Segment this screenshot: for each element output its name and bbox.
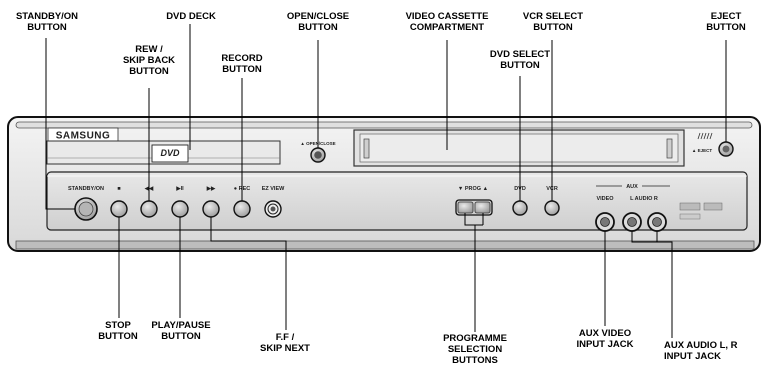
callout-open-close: OPEN/CLOSE BUTTON [284, 11, 352, 33]
callout-dvd-select-l2: BUTTON [500, 60, 540, 71]
callout-prog: PROGRAMME SELECTION BUTTONS [436, 333, 514, 366]
callout-ff: F.F / SKIP NEXT [252, 332, 318, 354]
callout-stop-l1: STOP [105, 320, 131, 331]
standby-label: STANDBY/ON [68, 186, 104, 192]
callout-stop-l2: BUTTON [98, 331, 138, 342]
callout-ff-l1: F.F / [275, 332, 295, 343]
callout-play: PLAY/PAUSE BUTTON [148, 320, 214, 342]
aux-label: AUX [626, 184, 638, 190]
callout-eject: EJECT BUTTON [702, 11, 750, 33]
logo-mark-3 [679, 213, 701, 220]
rew-button[interactable] [140, 200, 158, 218]
callout-record-l1: RECORD [221, 53, 263, 64]
callout-cassette-l1: VIDEO CASSETTE [405, 11, 489, 22]
callout-play-l1: PLAY/PAUSE [151, 320, 211, 331]
callout-vcr-select-l2: BUTTON [533, 22, 573, 33]
cassette-flap-right [666, 138, 673, 159]
callout-dvd-select-l1: DVD SELECT [489, 49, 551, 60]
callout-eject-l1: EJECT [710, 11, 742, 22]
brand-logo: SAMSUNG [56, 131, 111, 142]
leader-prog [464, 213, 476, 332]
logo-mark-1 [679, 202, 701, 211]
callout-aux-audio-l1: AUX AUDIO L, R [664, 340, 738, 351]
callout-vcr-select-l1: VCR SELECT [522, 11, 584, 22]
callout-open-close-l2: BUTTON [298, 22, 338, 33]
callout-standby-l2: BUTTON [27, 22, 67, 33]
callout-prog-l3: BUTTONS [452, 355, 498, 366]
callout-eject-l2: BUTTON [706, 22, 746, 33]
device-base [15, 240, 755, 250]
play-pause-button[interactable] [171, 200, 189, 218]
callout-rew-l2: SKIP BACK [122, 55, 176, 66]
stop-button[interactable] [110, 200, 128, 218]
callout-aux-audio-l2: INPUT JACK [664, 351, 722, 362]
record-button[interactable] [233, 200, 251, 218]
aux-audio-label: L AUDIO R [630, 196, 658, 202]
callout-play-l2: BUTTON [161, 331, 201, 342]
callout-dvd-deck: DVD DECK [160, 11, 222, 22]
callout-rew-l1: REW / [135, 44, 163, 55]
vent-lines-icon [697, 132, 713, 140]
prog-up-button[interactable] [474, 201, 491, 214]
play-label: ▶II [175, 185, 184, 192]
callout-aux-video-l1: AUX VIDEO [578, 328, 632, 339]
callout-vcr-select: VCR SELECT BUTTON [518, 11, 588, 33]
callout-record-l2: BUTTON [222, 64, 262, 75]
control-panel [46, 171, 748, 231]
device-top-edge [15, 121, 753, 129]
callout-rew-l3: BUTTON [129, 66, 169, 77]
callout-cassette-l2: COMPARTMENT [409, 22, 485, 33]
callout-standby: STANDBY/ON BUTTON [10, 11, 84, 33]
callout-aux-video: AUX VIDEO INPUT JACK [570, 328, 640, 350]
aux-video-label: VIDEO [596, 196, 614, 202]
prog-down-button[interactable] [457, 201, 474, 214]
dvd-logo-box [151, 144, 189, 163]
dvd-select-button[interactable] [512, 200, 528, 216]
callout-prog-l1: PROGRAMME [443, 333, 507, 344]
callout-aux-video-l2: INPUT JACK [576, 339, 634, 350]
callout-stop: STOP BUTTON [92, 320, 144, 342]
eject-label: ▲ EJECT [692, 148, 712, 153]
ff-button[interactable] [202, 200, 220, 218]
leader-standby [45, 38, 75, 210]
callout-ff-l2: SKIP NEXT [260, 343, 310, 354]
callout-dvd-select: DVD SELECT BUTTON [484, 49, 556, 71]
cassette-flap-left [363, 138, 370, 159]
leader-ff [210, 217, 287, 330]
callout-prog-l2: SELECTION [447, 344, 503, 355]
logo-mark-2 [703, 202, 723, 211]
callout-standby-l1: STANDBY/ON [15, 11, 79, 22]
callout-aux-audio: AUX AUDIO L, R INPUT JACK [664, 340, 756, 362]
stop-label: ■ [117, 186, 120, 192]
ezview-label: EZ VIEW [262, 186, 285, 192]
callout-record: RECORD BUTTON [212, 53, 272, 75]
prog-label: ▼ PROG ▲ [458, 186, 488, 192]
callout-open-close-l1: OPEN/CLOSE [286, 11, 350, 22]
dvd-logo: DVD [160, 148, 180, 158]
leader-lines [45, 24, 727, 338]
ff-label: ▶▶ [206, 185, 216, 192]
callout-rew: REW / SKIP BACK BUTTON [116, 44, 182, 77]
callout-cassette: VIDEO CASSETTE COMPARTMENT [398, 11, 496, 33]
callout-dvd-deck-l1: DVD DECK [166, 11, 216, 22]
leader-aux-audio [631, 231, 673, 338]
vcr-select-button[interactable] [544, 200, 560, 216]
